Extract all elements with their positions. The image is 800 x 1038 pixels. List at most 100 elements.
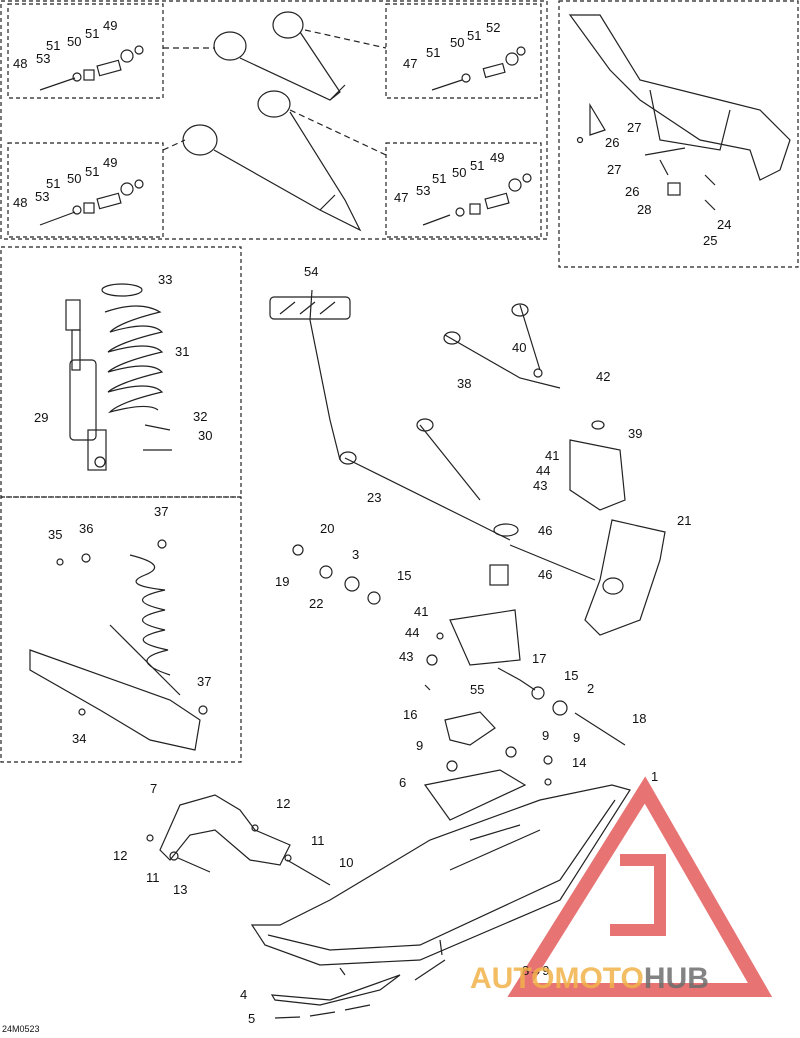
inset-box-a xyxy=(7,3,164,99)
chassis-bracket-sketch xyxy=(568,14,791,211)
callout-51: 51 xyxy=(467,28,482,43)
callout-6: 6 xyxy=(399,775,407,790)
callout-31: 31 xyxy=(175,344,190,359)
callout-13: 13 xyxy=(173,882,188,897)
callout-55: 55 xyxy=(470,682,485,697)
spring-assembly-sketch xyxy=(29,539,208,751)
ski-sketch xyxy=(250,784,631,966)
upper-a-arm-sketch xyxy=(182,11,362,232)
callout-36: 36 xyxy=(79,521,94,536)
callout-38: 38 xyxy=(457,376,472,391)
inset-box-d xyxy=(385,142,542,238)
callout-33: 33 xyxy=(158,272,173,287)
callout-3: 3 xyxy=(352,547,360,562)
callout-9: 9 xyxy=(573,730,581,745)
callout-34: 34 xyxy=(72,731,87,746)
hardware-row-d xyxy=(422,173,532,226)
callout-10: 10 xyxy=(339,855,354,870)
callout-26: 26 xyxy=(625,184,640,199)
callout-53: 53 xyxy=(35,189,50,204)
callout-49: 49 xyxy=(103,18,118,33)
watermark-logo xyxy=(507,776,773,997)
callout-29: 29 xyxy=(34,410,49,425)
runner-sketch xyxy=(270,939,446,1019)
callout-32: 32 xyxy=(193,409,208,424)
callout-51: 51 xyxy=(85,26,100,41)
callout-12: 12 xyxy=(113,848,128,863)
hardware-row-c xyxy=(39,179,144,226)
callout-27: 27 xyxy=(607,162,622,177)
callout-11: 11 xyxy=(311,833,325,848)
bushing-hardware-center xyxy=(292,544,626,786)
callout-51: 51 xyxy=(426,45,441,60)
callout-15: 15 xyxy=(397,568,412,583)
callout-37: 37 xyxy=(154,504,169,519)
ski-handle-sketch xyxy=(146,794,331,886)
callout-50: 50 xyxy=(452,165,467,180)
drawing-code: 24M0523 xyxy=(2,1024,40,1034)
frame-top-right xyxy=(558,0,799,268)
callout-8-to-9: 8→9 xyxy=(522,963,550,978)
callout-7: 7 xyxy=(150,781,158,796)
callout-48: 48 xyxy=(13,56,28,71)
coil-spring-sketch xyxy=(101,283,172,451)
callout-23: 23 xyxy=(367,490,382,505)
leader-46-arrow xyxy=(509,544,596,581)
callout-50: 50 xyxy=(450,35,465,50)
callout-51: 51 xyxy=(470,158,485,173)
callout-50: 50 xyxy=(67,34,82,49)
callout-20: 20 xyxy=(320,521,335,536)
callout-43: 43 xyxy=(533,478,548,493)
callout-53: 53 xyxy=(36,51,51,66)
callout-21: 21 xyxy=(677,513,692,528)
callout-4: 4 xyxy=(240,987,248,1002)
hardware-row-a xyxy=(39,45,144,91)
callout-14: 14 xyxy=(572,755,587,770)
callout-40: 40 xyxy=(512,340,527,355)
hardware-row-b xyxy=(431,46,526,91)
callout-51: 51 xyxy=(85,164,100,179)
ski-pad-sketch xyxy=(423,711,527,821)
callout-30: 30 xyxy=(198,428,213,443)
leader-c xyxy=(162,139,186,151)
watermark-part1: AUTOMOTO xyxy=(470,962,644,995)
leader-b xyxy=(304,29,387,49)
callout-51: 51 xyxy=(432,171,447,186)
callout-41: 41 xyxy=(545,448,560,463)
callout-26: 26 xyxy=(605,135,620,150)
callout-11: 11 xyxy=(146,870,160,885)
callout-46: 46 xyxy=(538,567,553,582)
callout-37: 37 xyxy=(197,674,212,689)
callout-24: 24 xyxy=(717,217,732,232)
callout-1: 1 xyxy=(651,769,659,784)
leader-54 xyxy=(309,289,341,461)
frame-top-left xyxy=(0,0,548,240)
watermark-text: AUTOMOTOHUB xyxy=(470,962,709,996)
callout-52: 52 xyxy=(486,20,501,35)
callout-2: 2 xyxy=(587,681,595,696)
callout-43: 43 xyxy=(399,649,414,664)
shock-absorber-sketch xyxy=(65,299,107,471)
upper-a-arm-main xyxy=(443,303,561,389)
callout-47: 47 xyxy=(394,190,409,205)
callout-12: 12 xyxy=(276,796,291,811)
lower-a-arm-main xyxy=(339,418,519,586)
callout-44: 44 xyxy=(405,625,420,640)
callout-51: 51 xyxy=(46,38,61,53)
callout-5: 5 xyxy=(248,1011,256,1026)
callout-47: 47 xyxy=(403,56,418,71)
callout-15: 15 xyxy=(564,668,579,683)
callout-9: 9 xyxy=(416,738,424,753)
callout-42: 42 xyxy=(596,369,611,384)
callout-28: 28 xyxy=(637,202,652,217)
frame-spring-assembly xyxy=(0,496,242,763)
leader-d xyxy=(289,109,387,156)
callout-49: 49 xyxy=(490,150,505,165)
callout-53: 53 xyxy=(416,183,431,198)
callout-17: 17 xyxy=(532,651,547,666)
callout-35: 35 xyxy=(48,527,63,542)
callout-27: 27 xyxy=(627,120,642,135)
callout-44: 44 xyxy=(536,463,551,478)
callout-16: 16 xyxy=(403,707,418,722)
steering-knuckle-sketch xyxy=(449,420,626,666)
